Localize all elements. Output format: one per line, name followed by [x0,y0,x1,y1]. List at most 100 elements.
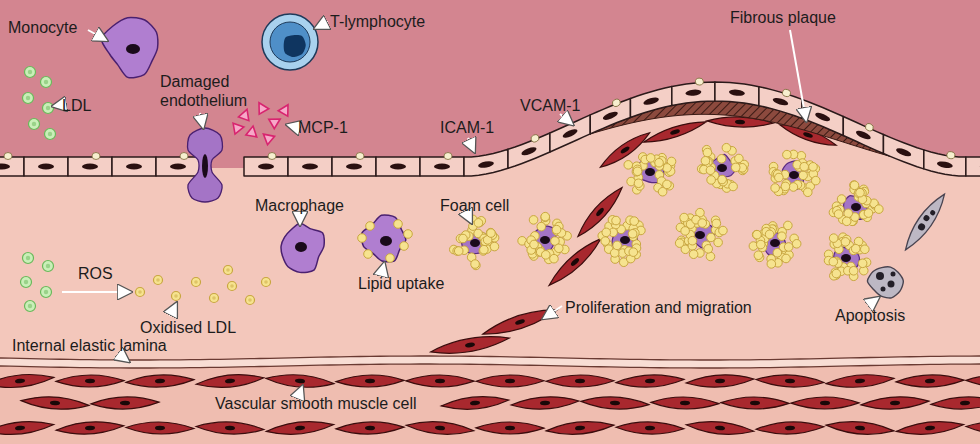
smooth-muscle-cell [686,419,755,437]
ldl-core [230,284,234,288]
ldl-core [174,294,178,298]
leader-line [299,216,301,224]
endothelial-cell [24,157,68,176]
lipid-droplet [842,217,851,226]
smooth-muscle-cell [406,375,474,387]
lipid-droplet [624,161,633,170]
smooth-muscle-cell [616,421,684,435]
smooth-muscle-cell [966,420,980,435]
nucleus [505,379,515,383]
elastic-lamina [0,356,980,368]
endothelial-cell [288,157,332,176]
lipid-droplet [809,163,818,172]
smooth-muscle-cell [511,395,580,411]
transmigrating-monocyte [188,128,223,202]
nucleus [465,342,476,348]
smooth-muscle-cell [56,375,124,388]
endothelial-cell [376,157,420,176]
t-lymphocyte-inner [270,22,310,62]
nucleus [925,379,935,384]
nucleus [602,110,619,122]
lipid-droplet [767,260,776,269]
nucleus [225,378,235,383]
nucleus [540,236,550,244]
endothelial-cell [156,157,200,176]
cell-body [21,395,90,412]
lipid-droplet [841,238,850,247]
nucleus [890,401,900,406]
lipid-droplet [459,234,468,243]
smooth-muscle-cell [896,419,965,438]
lipid-droplet [752,230,761,239]
lipid-droplet [537,222,546,231]
smooth-muscle-cell [21,395,90,412]
mcp-1-chemokine [233,122,245,135]
cell-body [616,373,684,388]
lipid-droplet [602,228,611,237]
lipid-droplet [799,171,808,180]
nucleus [855,378,865,383]
nucleus [258,164,274,170]
smooth-muscle-cell [0,419,54,438]
lipid-droplet [646,154,655,163]
nucleus [202,154,208,178]
cell-body [266,372,335,389]
lipid-droplet [851,244,860,253]
smooth-muscle-cell [196,420,264,435]
cell-body [545,234,605,290]
nucleus [155,426,165,431]
lipid-droplet [552,225,561,234]
leader-line [120,355,128,361]
lipid-droplet [771,184,780,193]
lipid-droplet [704,245,713,254]
lipid-droplet [541,213,550,222]
leader-line [170,304,176,316]
nucleus [770,239,780,247]
endothelial-cell [112,157,156,176]
smooth-muscle-cell [616,373,684,388]
lipid-droplet [400,242,409,251]
smooth-muscle-cell [756,421,824,436]
nucleus [15,378,25,383]
callout-label: ROS [78,264,113,283]
nucleus [478,160,495,169]
mcp-1-chemokine [260,130,275,145]
adhesion-molecule [356,153,364,160]
endothelial-cell [590,98,630,133]
lipid-droplet [358,234,367,243]
nucleus [295,425,305,430]
ldl-core [46,106,50,110]
nucleus [610,401,620,406]
callout-label: Fibrous plaque [730,8,836,27]
cell-body [686,419,755,437]
endothelial-cell [715,82,759,106]
lipid-droplet [628,229,637,238]
ldl-particle [41,77,52,88]
smooth-muscle-cell [826,419,895,437]
smooth-muscle-cell [476,375,544,387]
lipid-droplet [754,251,763,260]
endothelial-cell [68,157,112,176]
endothelial-cell [508,133,550,168]
leader-line [870,298,878,304]
lipid-droplet [714,238,723,247]
lipid-droplet [675,239,684,248]
lipid-droplet [629,248,638,257]
leader-line [790,30,806,120]
callout-label: ICAM-1 [440,118,494,137]
nucleus [750,401,760,406]
adhesion-molecule [268,153,276,160]
cell-body [642,117,708,147]
ldl-core [28,304,32,308]
cell-body [756,373,824,388]
lipid-droplet [849,266,858,275]
lipid-droplet [634,179,643,188]
lipid-droplet [789,183,798,192]
lipid-droplet [630,217,639,226]
nucleus [225,426,235,431]
lipid-droplet [784,221,793,230]
cell-body [336,421,404,435]
lipid-droplet [800,162,809,171]
leader-line [382,264,384,272]
